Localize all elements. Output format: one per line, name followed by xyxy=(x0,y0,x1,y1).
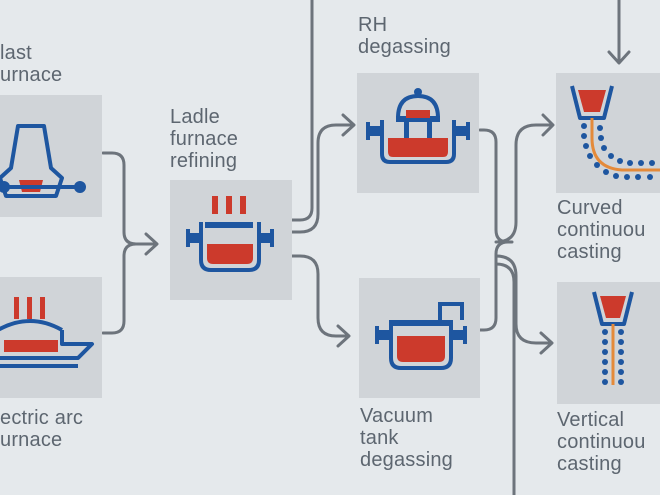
label-line: ectric arc xyxy=(0,407,84,429)
label-vertical-caster: Vertical continuou casting xyxy=(557,409,646,475)
label-line: last xyxy=(0,42,32,64)
connector-bottom xyxy=(494,262,516,495)
label-line: continuou xyxy=(557,219,646,241)
label-line: urnace xyxy=(0,64,63,86)
label-rh-degassing: RH degassing xyxy=(358,14,451,58)
label-line: continuou xyxy=(557,431,646,453)
label-line: Vacuum xyxy=(360,405,434,427)
label-blast-furnace: last urnace xyxy=(0,42,62,86)
connector-ladle-top xyxy=(290,0,314,222)
connector-to-vertical xyxy=(494,254,553,345)
label-ladle-furnace: Ladle furnace refining xyxy=(170,106,238,172)
label-line: Curved xyxy=(557,197,623,219)
label-line: casting xyxy=(557,241,622,263)
arrowhead-rh xyxy=(341,113,356,137)
arrowhead-vertical xyxy=(539,331,554,355)
connector-to-curved xyxy=(494,123,554,244)
label-line: Vertical xyxy=(557,409,625,431)
label-line: degassing xyxy=(360,449,453,471)
connector-vac-out xyxy=(478,240,510,332)
connector-eaf xyxy=(101,242,138,335)
arrowhead-vacuum xyxy=(336,324,351,348)
label-line: degassing xyxy=(358,36,451,58)
arrowhead-curved xyxy=(541,113,555,137)
label-curved-caster: Curved continuou casting xyxy=(557,197,646,263)
arrowhead-top xyxy=(607,50,631,65)
label-line: furnace xyxy=(170,128,239,150)
label-line: refining xyxy=(170,150,238,172)
label-vacuum-tank-degassing: Vacuum tank degassing xyxy=(360,405,453,471)
label-line: casting xyxy=(557,453,622,475)
label-line: urnace xyxy=(0,429,63,451)
connector-ladle-vac xyxy=(290,254,349,338)
label-line: Ladle xyxy=(170,106,220,128)
label-electric-arc-furnace: ectric arc urnace xyxy=(0,407,83,451)
connector-ladle-rh xyxy=(290,123,355,234)
label-line: RH xyxy=(358,14,388,36)
label-line: tank xyxy=(360,427,399,449)
arrowhead-ladle xyxy=(144,232,159,256)
